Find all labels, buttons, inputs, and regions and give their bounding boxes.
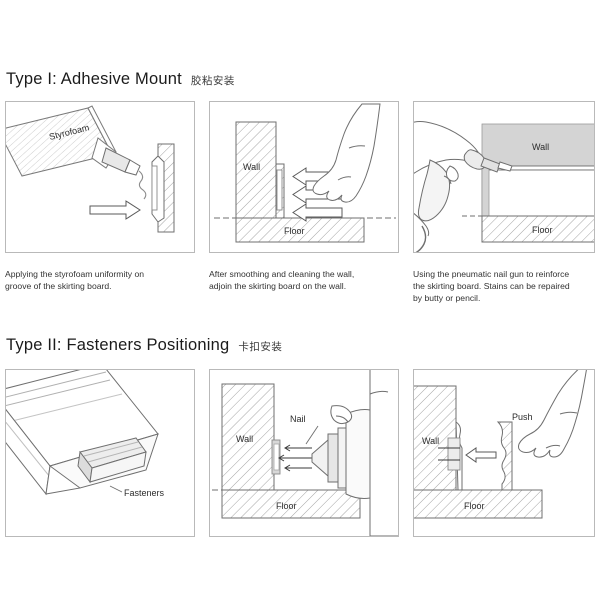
section-heading-type-1: Type I: Adhesive Mount 胶粘安装	[6, 70, 235, 89]
wall-label: Wall	[422, 436, 439, 446]
wall-block: Wall	[481, 123, 594, 167]
floor-label: Floor	[276, 501, 297, 511]
floor-label: Floor	[532, 225, 553, 235]
skirting-board-perspective	[6, 370, 159, 496]
fastener-clip	[271, 439, 281, 475]
section-heading-chinese: 胶粘安装	[190, 75, 235, 87]
section-heading-english: Type I: Adhesive Mount	[6, 70, 182, 88]
wall-adjoin-drawing: Wall Floor	[214, 103, 396, 243]
floor-label: Floor	[464, 501, 485, 511]
illustration-panel-step-2: Wall Floor	[209, 101, 399, 253]
caption-line: Applying the styrofoam uniformity on	[5, 269, 144, 279]
styrofoam-tube: Styrofoam	[6, 105, 141, 177]
caption-line: After smoothing and cleaning the wall,	[209, 269, 355, 279]
push-board-drawing: Wall Floor Push	[414, 370, 587, 519]
fastener-clip-mounted	[438, 421, 463, 491]
push-label: Push	[512, 412, 533, 422]
illustration-panel-step-1: Styrofoam	[5, 101, 195, 253]
caption-step-1: Applying the styrofoam uniformity on gro…	[5, 268, 195, 292]
skirting-board-side	[481, 165, 594, 217]
caption-step-2: After smoothing and cleaning the wall, a…	[209, 268, 399, 292]
nail-gun-body	[330, 370, 398, 536]
skirting-board-mounted	[275, 163, 285, 219]
wall-block: Wall	[235, 121, 277, 219]
nail-gun-drawing: Wall Floor	[414, 121, 594, 252]
caption-line: by butty or pencil.	[413, 293, 481, 304]
nail-gun-illustration	[414, 121, 513, 252]
wall-label: Wall	[532, 142, 549, 152]
illustration-panel-step-3: Wall Floor	[413, 101, 595, 253]
caption-line: Using the pneumatic nail gun to reinforc…	[413, 269, 570, 279]
caption-line: the skirting board. Stains can be repair…	[413, 281, 570, 292]
caption-step-3: Using the pneumatic nail gun to reinforc…	[413, 268, 595, 305]
hand-illustration	[312, 103, 381, 203]
illustration-panel-step-4: Fasteners	[5, 369, 195, 537]
skirting-board-profile	[496, 421, 513, 491]
floor-block: Floor	[221, 489, 361, 519]
wall-block: Wall	[221, 383, 275, 491]
caption-line: groove of the skirting board.	[5, 281, 112, 292]
floor-block: Floor	[235, 217, 365, 243]
fastener-clip	[77, 437, 147, 484]
skirting-board-profile	[151, 143, 175, 233]
wall-label: Wall	[243, 162, 260, 172]
fasteners-leader-line	[109, 485, 123, 493]
nail-direction-arrows-icon	[278, 444, 312, 472]
nail-label: Nail	[290, 414, 306, 424]
floor-label: Floor	[284, 226, 305, 236]
fasteners-perspective-drawing: Fasteners	[6, 370, 165, 498]
caption-line: adjoin the skirting board on the wall.	[209, 281, 347, 292]
floor-block: Floor	[414, 489, 543, 519]
section-heading-english: Type II: Fasteners Positioning	[6, 336, 230, 354]
nail-gun-nose	[311, 427, 347, 489]
hand-illustration	[518, 370, 587, 458]
styrofoam-application-drawing: Styrofoam	[6, 105, 175, 233]
illustration-panel-step-6: Wall Floor Push	[413, 369, 595, 537]
push-arrow-icon	[465, 447, 497, 463]
floor-block: Floor	[481, 215, 594, 243]
section-heading-chinese: 卡扣安装	[238, 341, 283, 353]
wall-label: Wall	[236, 434, 253, 444]
direction-arrow-icon	[89, 200, 141, 220]
section-heading-type-2: Type II: Fasteners Positioning 卡扣安装	[6, 336, 282, 355]
nail-positioning-drawing: Wall Floor Nail	[212, 370, 398, 536]
nail-leader-line	[305, 425, 319, 445]
fasteners-label: Fasteners	[124, 488, 165, 498]
illustration-panel-step-5: Wall Floor Nail	[209, 369, 399, 537]
